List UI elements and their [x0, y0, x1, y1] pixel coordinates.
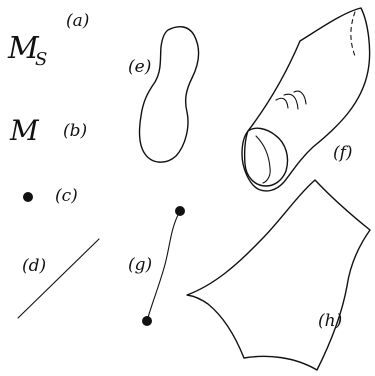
label-a: (a): [66, 11, 89, 31]
endpoint-g-top: [175, 206, 185, 216]
surface-f-hidden-edge: [351, 12, 355, 56]
label-g: (g): [128, 255, 152, 275]
surface-f-opening: [245, 128, 288, 186]
label-d: (d): [22, 256, 46, 276]
symbol-m: M: [9, 114, 40, 147]
segment-d: [18, 239, 99, 318]
surface-f-inner-curve: [256, 136, 270, 183]
symbol-m-subscript: S: [35, 49, 47, 70]
label-c: (c): [55, 186, 78, 206]
label-b: (b): [63, 121, 87, 141]
surface-h: [187, 180, 370, 370]
label-e: (e): [128, 57, 151, 77]
label-h: (h): [318, 311, 342, 331]
surface-f-ridge-3: [294, 91, 306, 104]
label-f: (f): [333, 143, 353, 163]
surface-f-ridge-1: [276, 98, 288, 108]
blob-e: [140, 27, 199, 162]
point-c: [23, 192, 33, 202]
endpoint-g-bottom: [142, 316, 152, 326]
